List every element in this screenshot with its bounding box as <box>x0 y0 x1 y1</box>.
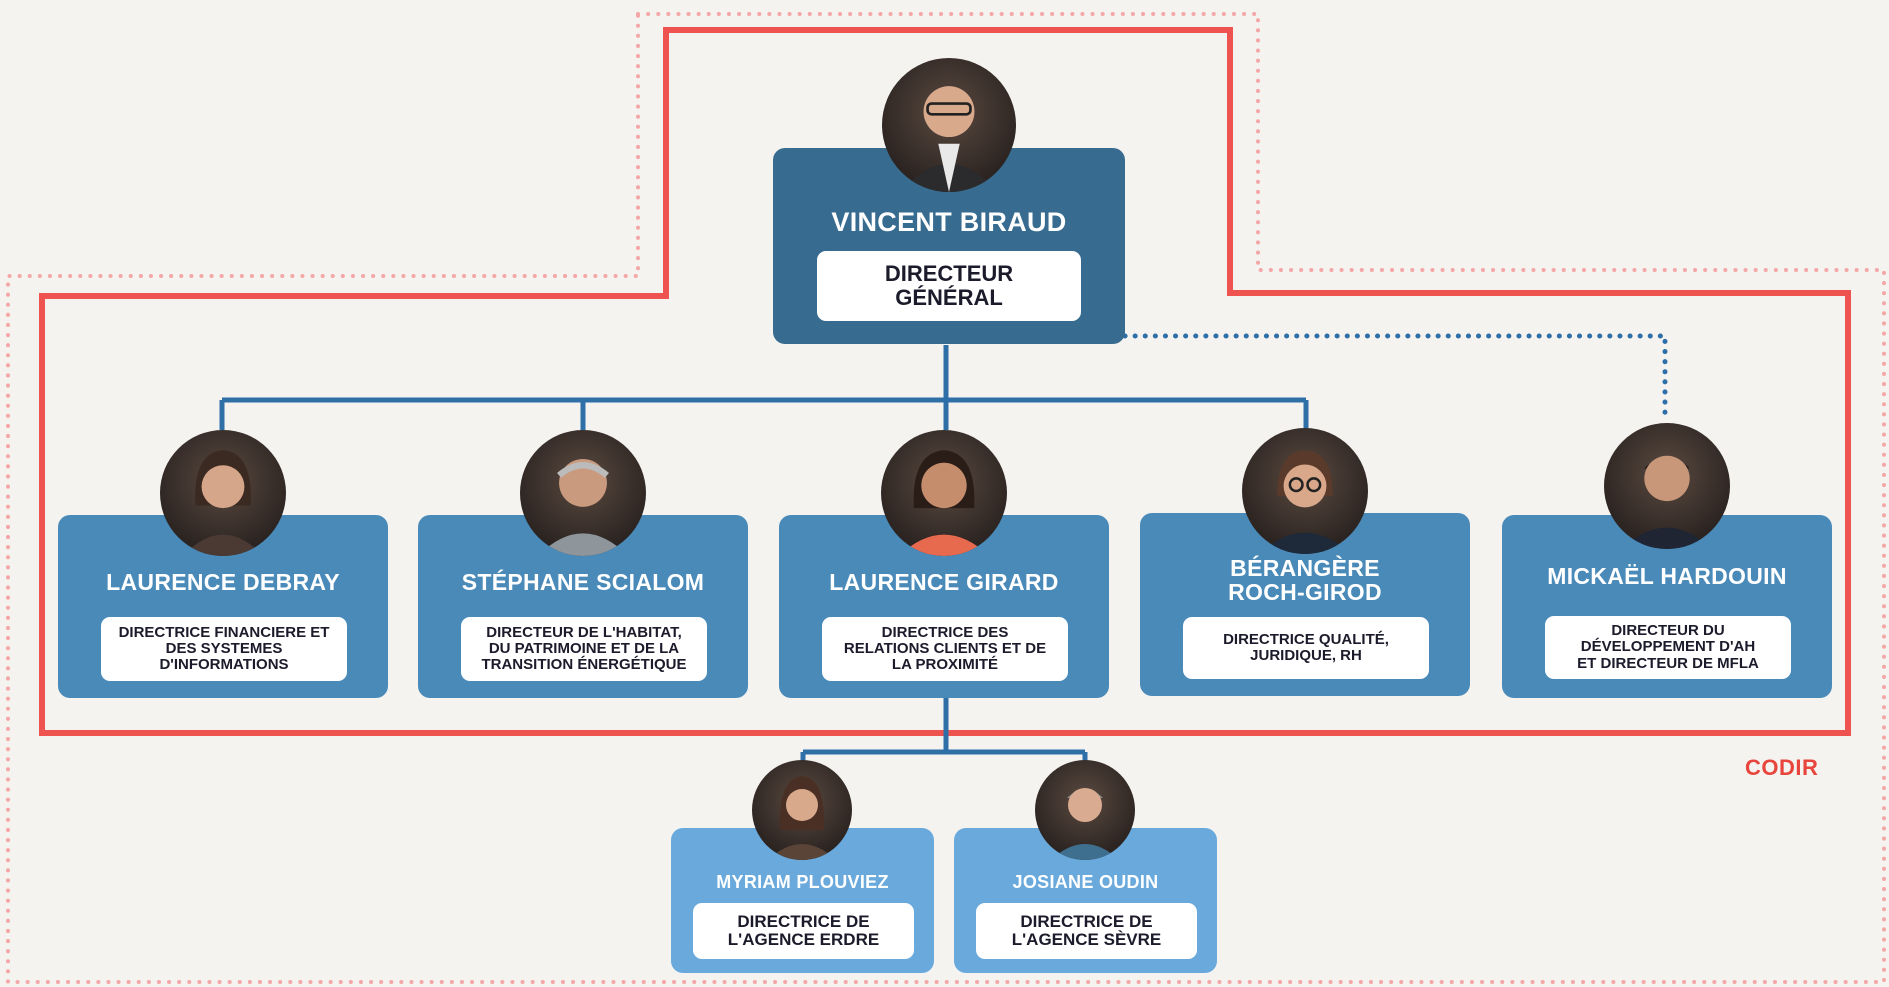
director-title: DIRECTRICE DES RELATIONS CLIENTS ET DE L… <box>822 617 1068 681</box>
avatar-laurence-girard <box>881 430 1007 556</box>
director-name: STÉPHANE SCIALOM <box>461 569 705 595</box>
director-general-name: VINCENT BIRAUD <box>831 207 1067 237</box>
avatar-berangere-roch-girod <box>1242 428 1368 554</box>
avatar-stephane-scialom <box>520 430 646 556</box>
director-name: LAURENCE DEBRAY <box>106 569 340 595</box>
director-name: LAURENCE GIRARD <box>829 569 1059 595</box>
agency-director-title: DIRECTRICE DE L'AGENCE ERDRE <box>693 903 914 959</box>
agency-director-name: MYRIAM PLOUVIEZ <box>716 872 889 892</box>
avatar-myriam-plouviez <box>752 760 852 860</box>
director-general-title: DIRECTEUR GÉNÉRAL <box>817 251 1081 321</box>
agency-director-name: JOSIANE OUDIN <box>1012 872 1159 892</box>
avatar-vincent-biraud <box>882 58 1016 192</box>
director-title: DIRECTRICE FINANCIERE ET DES SYSTEMES D'… <box>101 617 347 681</box>
director-name: BÉRANGÈRE ROCH-GIROD <box>1228 555 1382 606</box>
outer-dotted-boundary <box>6 12 1886 984</box>
avatar-josiane-oudin <box>1035 760 1135 860</box>
director-title: DIRECTRICE QUALITÉ, JURIDIQUE, RH <box>1183 617 1429 679</box>
director-title: DIRECTEUR DU DÉVELOPPEMENT D'AH ET DIREC… <box>1545 616 1791 679</box>
dotted-link-hardouin <box>1122 333 1668 423</box>
agency-director-title: DIRECTRICE DE L'AGENCE SÈVRE <box>976 903 1197 959</box>
codir-label: CODIR <box>1745 755 1819 780</box>
director-title: DIRECTEUR DE L'HABITAT, DU PATRIMOINE ET… <box>461 617 707 681</box>
avatar-mickael-hardouin <box>1604 423 1730 549</box>
avatar-laurence-debray <box>160 430 286 556</box>
codir-outline <box>39 27 1851 736</box>
director-name: MICKAËL HARDOUIN <box>1547 563 1787 589</box>
